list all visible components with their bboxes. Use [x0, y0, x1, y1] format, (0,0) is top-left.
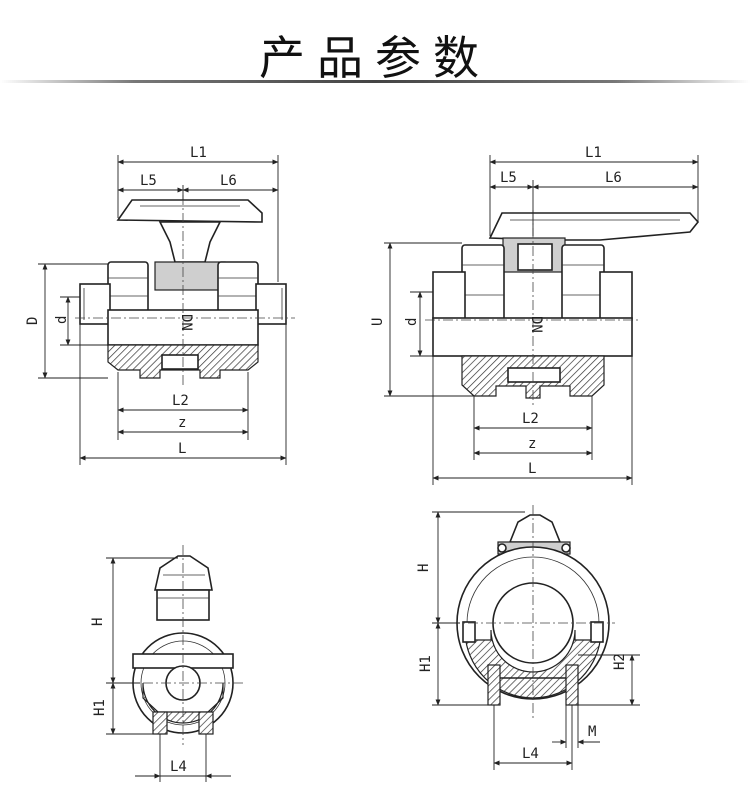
dim-label-z-left: z: [178, 415, 186, 431]
side-view-left: H H1 L4: [90, 545, 245, 782]
dim-label-U-right: U: [370, 318, 386, 326]
dim-label-d-left: d: [54, 316, 70, 324]
dim-label-DN-right: DN: [528, 316, 544, 333]
dim-label-L6-right: L6: [605, 170, 622, 186]
dim-label-L4-right: L4: [522, 746, 539, 762]
dim-label-L6-left: L6: [220, 173, 237, 189]
page-title: 产品参数: [259, 31, 491, 85]
front-view-right: L1 L5 L6 U d DN L2 z L: [370, 145, 700, 485]
dim-label-H1-left: H1: [92, 699, 108, 716]
dim-label-L5-left: L5: [140, 173, 157, 189]
dim-label-L2-right: L2: [522, 411, 539, 427]
dim-label-L1-left: L1: [190, 145, 207, 161]
dim-label-D-left: D: [25, 317, 41, 325]
title-divider: [0, 80, 750, 83]
dim-label-H1-right: H1: [418, 655, 434, 672]
dim-label-L5-right: L5: [500, 170, 517, 186]
dim-label-L2-left: L2: [172, 393, 189, 409]
dim-label-H-right: H: [416, 564, 432, 572]
dim-label-M-right: M: [588, 724, 596, 740]
dim-label-L-right: L: [528, 461, 536, 477]
dim-label-z-right: z: [528, 436, 536, 452]
dim-label-L-left: L: [178, 441, 186, 457]
front-view-left: L1 L5 L6 D d DN L2 z L: [25, 145, 295, 465]
dim-label-L1-right: L1: [585, 145, 602, 161]
dim-label-d-right: d: [404, 318, 420, 326]
side-view-right: H H1 H2 L4 M: [416, 505, 640, 770]
dim-label-DN-left: DN: [178, 314, 194, 331]
dim-label-H2-right: H2: [612, 653, 628, 670]
dim-label-L4-left: L4: [170, 759, 187, 775]
dim-label-H-left: H: [90, 618, 106, 626]
